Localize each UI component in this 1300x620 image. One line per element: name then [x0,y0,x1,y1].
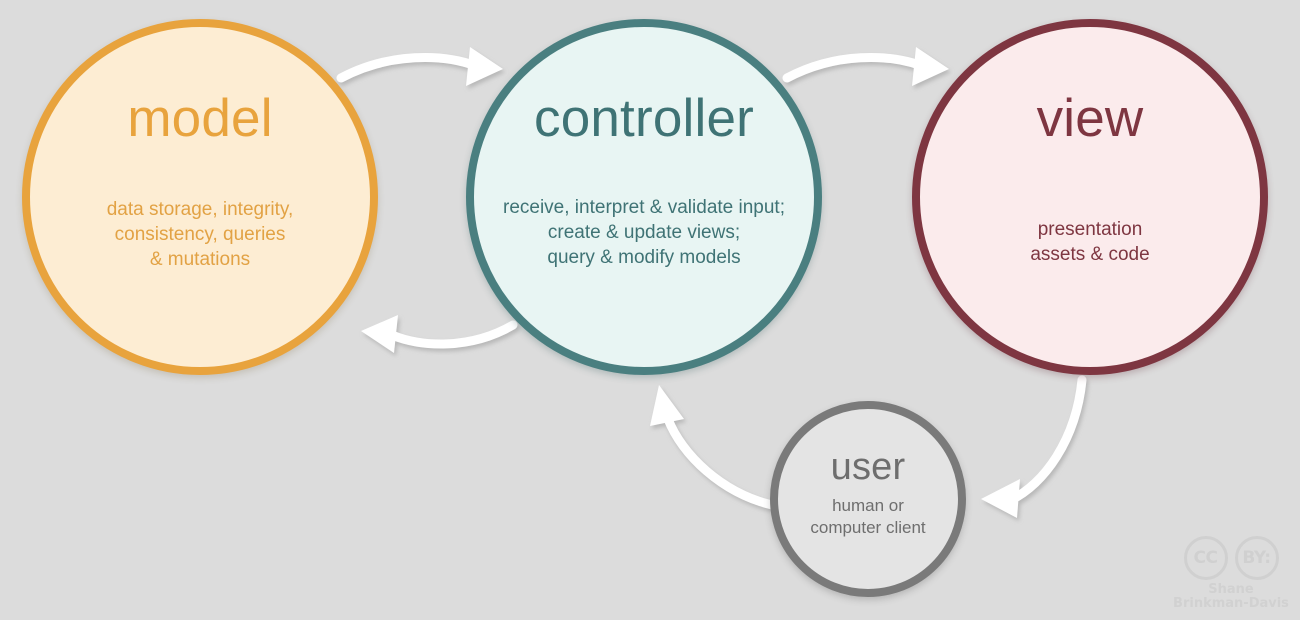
node-controller[interactable]: controller receive, interpret & validate… [466,19,822,375]
arrow-controller-to-model [361,315,518,353]
node-view-title: view [1036,89,1144,148]
creative-commons-badges: CC BY: [1183,535,1279,580]
attribution-by-icon: BY: [1234,535,1279,580]
node-controller-title: controller [534,89,754,148]
node-model-description: data storage, integrity, consistency, qu… [106,199,294,271]
node-view[interactable]: view presentation assets & code [912,19,1268,375]
node-model[interactable]: model data storage, integrity, consisten… [22,19,378,375]
arrow-model-to-controller [336,47,503,86]
node-user-description: human or computer client [810,496,926,538]
attribution-block: CC BY: Shane Brinkman-Davis [1168,535,1294,612]
node-view-description: presentation assets & code [1030,219,1150,266]
creative-commons-icon: CC [1183,535,1228,580]
node-user-title: user [830,446,906,488]
arrow-controller-to-view [782,47,949,86]
node-controller-description: receive, interpret & validate input; cre… [503,197,785,269]
arrow-view-to-user [981,375,1087,518]
attribution-author-name: Shane Brinkman-Davis [1173,581,1289,612]
arrow-user-to-controller [650,385,777,510]
node-model-title: model [127,89,273,148]
node-user[interactable]: user human or computer client [770,401,966,597]
